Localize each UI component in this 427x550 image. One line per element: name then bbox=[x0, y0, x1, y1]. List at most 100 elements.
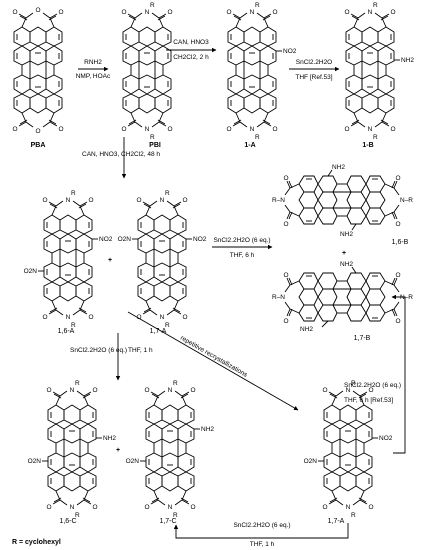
molecule-17b: R–N N–R O O O O NH2 NH2 bbox=[272, 261, 413, 333]
condition-step6-reagent: SnCl2.2H2O (6 eq.) bbox=[70, 347, 127, 354]
plus-sign: + bbox=[116, 447, 120, 454]
atom-o: O bbox=[167, 126, 172, 133]
atom-o: O bbox=[88, 314, 93, 321]
condition-step5-reagent: SnCl2.2H2O (6 eq.) bbox=[213, 237, 270, 244]
atom-o: O bbox=[272, 9, 277, 16]
atom-n: N bbox=[368, 126, 373, 133]
group-o2n: O2N bbox=[304, 458, 318, 465]
label-17a: 1,7-A bbox=[150, 328, 167, 335]
condition-step9-reagent: SnCl2.2H2O (6 eq.) bbox=[233, 522, 290, 529]
condition-step2-reagent: CAN, HNO3 bbox=[173, 39, 209, 46]
atom-o: O bbox=[46, 504, 51, 511]
atom-o: O bbox=[121, 9, 126, 16]
atom-n: N bbox=[346, 504, 351, 511]
atom-o: O bbox=[92, 504, 97, 511]
atom-o: O bbox=[144, 387, 149, 394]
group-no2: NO2 bbox=[193, 236, 207, 243]
arrow-step-9 bbox=[173, 523, 349, 539]
group-nh2: NH2 bbox=[340, 261, 353, 268]
label-16b: 1,6-B bbox=[392, 239, 409, 246]
atom-o: O bbox=[88, 197, 93, 204]
group-nh2: NH2 bbox=[332, 164, 345, 171]
atom-r: R bbox=[255, 134, 260, 141]
r-group-definition: R = cyclohexyl bbox=[12, 539, 61, 546]
atom-n: N bbox=[145, 126, 150, 133]
label-16a: 1,6-A bbox=[58, 328, 75, 335]
label-16c: 1,6-C bbox=[59, 518, 76, 525]
atom-r: R bbox=[75, 512, 80, 519]
group-no2: NO2 bbox=[99, 236, 113, 243]
atom-o: O bbox=[226, 9, 231, 16]
atom-o: O bbox=[12, 9, 17, 16]
condition-step3-solvent: THF [Ref.53] bbox=[295, 74, 332, 81]
atom-r: R bbox=[150, 134, 155, 141]
atom-n: N bbox=[346, 387, 351, 394]
atom-o: O bbox=[35, 128, 40, 135]
condition-step2-solvent: CH2Cl2, 2 h bbox=[173, 54, 209, 61]
group-o2n: O2N bbox=[24, 268, 38, 275]
atom-n: N bbox=[70, 387, 75, 394]
group-r-n: R–N bbox=[272, 294, 285, 301]
molecule-pbi: N R N R O O O O bbox=[121, 2, 172, 141]
atom-r: R bbox=[373, 2, 378, 9]
atom-n: N bbox=[66, 197, 71, 204]
atom-o: O bbox=[136, 314, 141, 321]
atom-o: O bbox=[92, 387, 97, 394]
atom-o: O bbox=[121, 126, 126, 133]
atom-o: O bbox=[344, 126, 349, 133]
atom-n: N bbox=[250, 9, 255, 16]
plus-sign: + bbox=[342, 250, 346, 257]
atom-r: R bbox=[75, 380, 80, 387]
group-nh2: NH2 bbox=[340, 231, 353, 238]
atom-o: O bbox=[344, 9, 349, 16]
atom-o: O bbox=[390, 9, 395, 16]
atom-o: O bbox=[395, 221, 400, 228]
label-17c: 1,7-C bbox=[159, 518, 176, 525]
atom-o: O bbox=[190, 504, 195, 511]
atom-n: N bbox=[66, 314, 71, 321]
atom-r: R bbox=[71, 190, 76, 197]
molecule-17a: N R N R O O O O NO2 O2N bbox=[118, 190, 207, 329]
arrow-step-7 bbox=[127, 311, 299, 411]
atom-o: O bbox=[58, 126, 63, 133]
label-pba: PBA bbox=[31, 142, 46, 149]
atom-o: O bbox=[395, 175, 400, 182]
atom-o: O bbox=[46, 387, 51, 394]
atom-o: O bbox=[12, 126, 17, 133]
condition-step1-solvent: NMP, HOAc bbox=[76, 73, 111, 80]
molecule-17a-purified: N R N R O O O O NO2 O2N bbox=[304, 380, 393, 519]
condition-step6-solvent: THF, 1 h bbox=[128, 347, 153, 354]
atom-o: O bbox=[283, 175, 288, 182]
group-no2: NO2 bbox=[379, 435, 393, 442]
atom-r: R bbox=[173, 380, 178, 387]
atom-o: O bbox=[58, 9, 63, 16]
molecule-1a: N R N R O O O O NO2 bbox=[226, 2, 296, 141]
atom-o: O bbox=[368, 504, 373, 511]
condition-step5-solvent: THF, 6 h bbox=[230, 252, 255, 259]
atom-r: R bbox=[255, 2, 260, 9]
atom-o: O bbox=[272, 126, 277, 133]
arrow-step-8 bbox=[391, 294, 406, 454]
condition-step7: repetitive recrystallizations bbox=[179, 335, 249, 380]
atom-o: O bbox=[182, 314, 187, 321]
atom-o: O bbox=[322, 504, 327, 511]
condition-step1-reagent: RNH2 bbox=[84, 59, 102, 66]
condition-step3-reagent: SnCl2.2H2O bbox=[296, 59, 333, 66]
atom-n: N bbox=[250, 126, 255, 133]
atom-r: R bbox=[165, 190, 170, 197]
label-17a-purified: 1,7-A bbox=[328, 518, 345, 525]
molecule-16a: N R N R O O O O NO2 O2N bbox=[24, 190, 113, 329]
plus-sign: + bbox=[108, 257, 112, 264]
atom-o: O bbox=[42, 314, 47, 321]
group-n-r: N–R bbox=[400, 197, 413, 204]
group-n-r: N–R bbox=[400, 294, 413, 301]
group-o2n: O2N bbox=[126, 458, 140, 465]
atom-o: O bbox=[226, 126, 231, 133]
atom-o: O bbox=[190, 387, 195, 394]
atom-n: N bbox=[160, 314, 165, 321]
atom-o: O bbox=[390, 126, 395, 133]
atom-o: O bbox=[283, 272, 288, 279]
condition-step8-reagent: SnCl2.2H2O (6 eq.) bbox=[344, 382, 401, 389]
condition-step4: CAN, HNO3, CH2Cl2, 48 h bbox=[82, 151, 160, 158]
